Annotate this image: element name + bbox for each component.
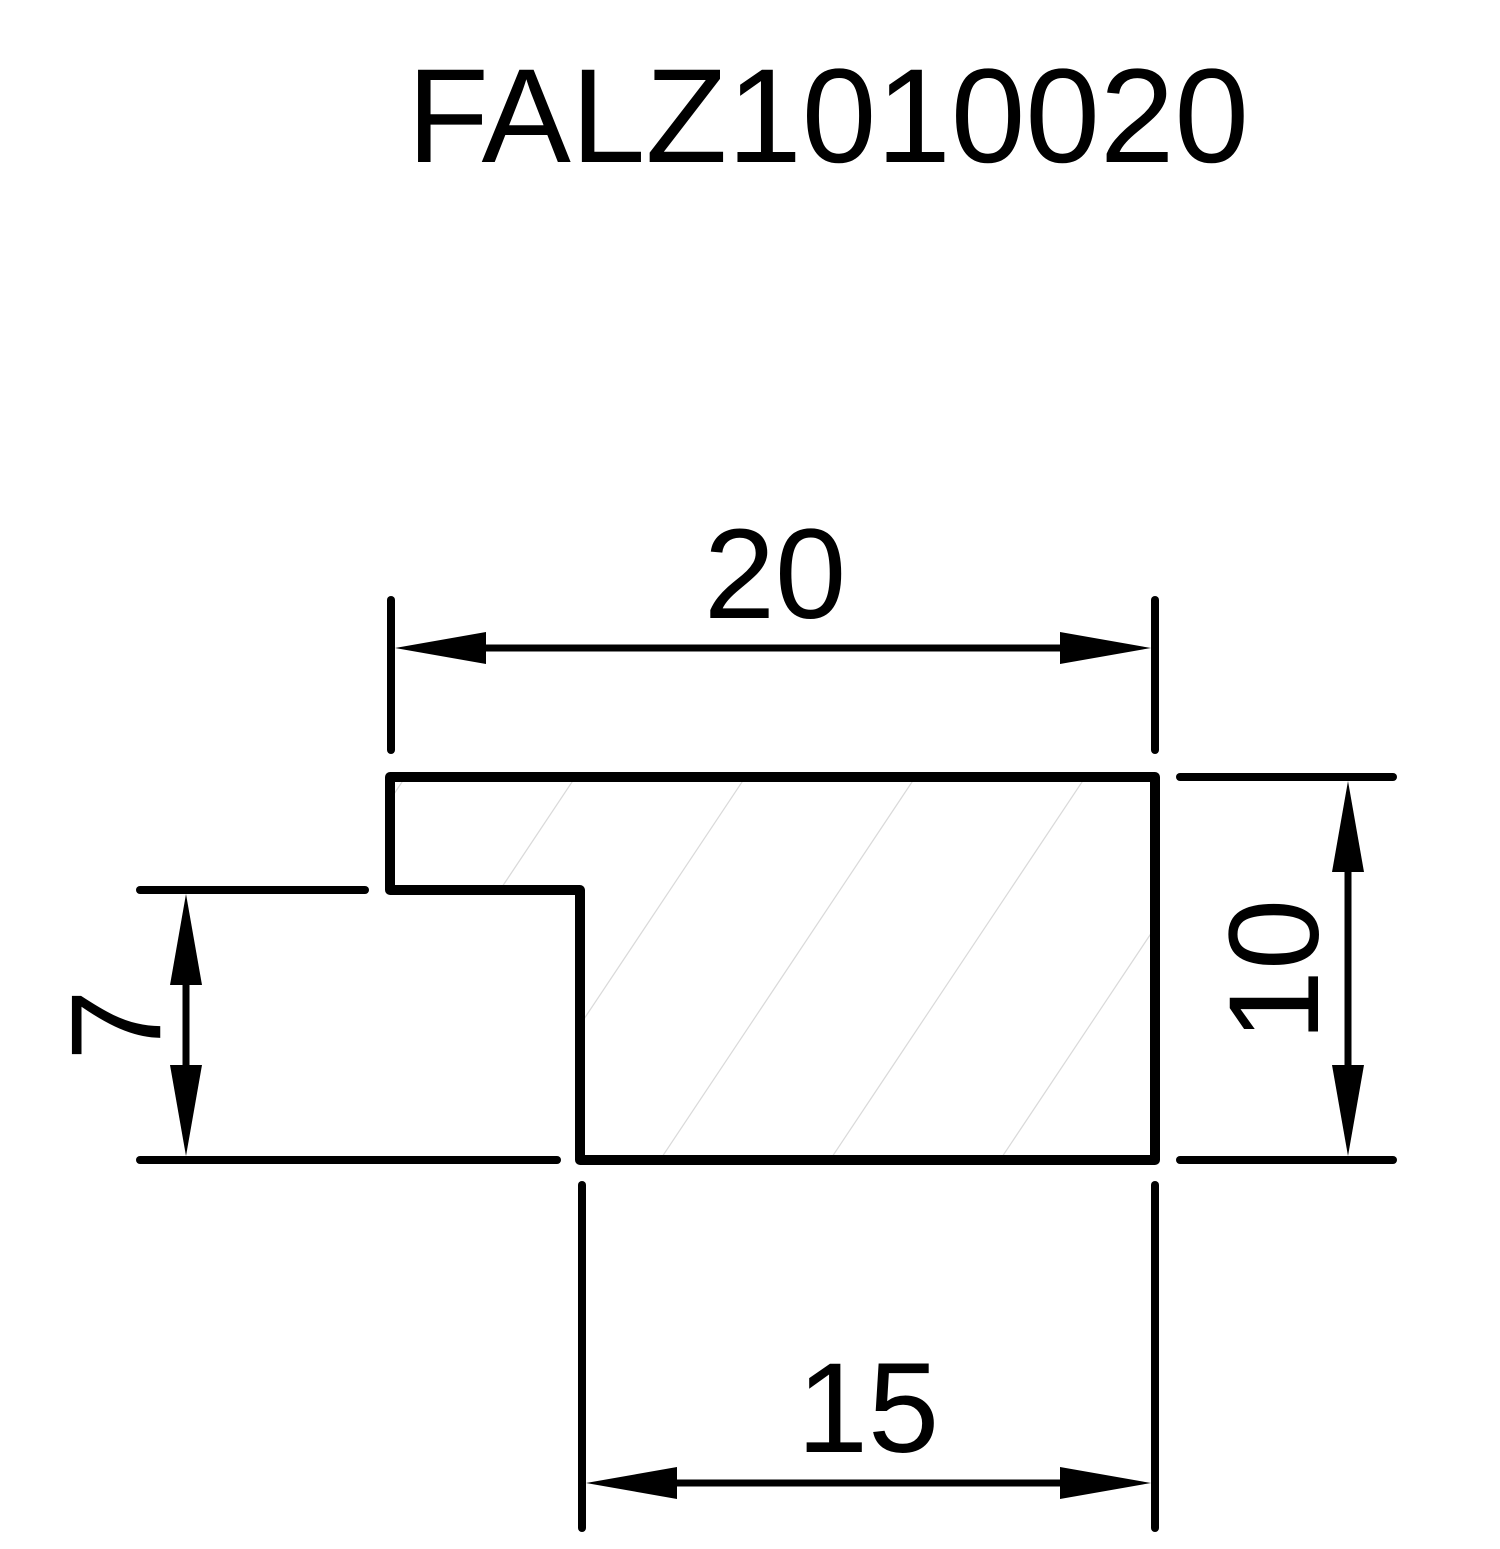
drawing-title: FALZ1010020: [407, 42, 1249, 191]
profile-outline: [385, 772, 1160, 1165]
arrow-up-icon: [1332, 781, 1364, 872]
dimension-height: 10: [1176, 773, 1397, 1164]
arrow-down-icon: [170, 1065, 202, 1156]
arrow-left-icon: [395, 632, 486, 664]
dimension-label-15: 15: [797, 1337, 939, 1480]
arrow-left-icon: [586, 1467, 677, 1499]
arrow-up-icon: [170, 894, 202, 985]
dimension-label-20: 20: [704, 503, 846, 646]
dimension-rebate-depth: 7: [45, 886, 561, 1164]
arrow-down-icon: [1332, 1065, 1364, 1156]
dimension-label-10: 10: [1203, 899, 1346, 1041]
dimension-overall-width: 20: [387, 503, 1159, 754]
dimension-bottom-width: 15: [578, 1181, 1159, 1532]
arrow-right-icon: [1060, 632, 1151, 664]
arrow-right-icon: [1060, 1467, 1151, 1499]
dimension-label-7: 7: [45, 989, 188, 1060]
